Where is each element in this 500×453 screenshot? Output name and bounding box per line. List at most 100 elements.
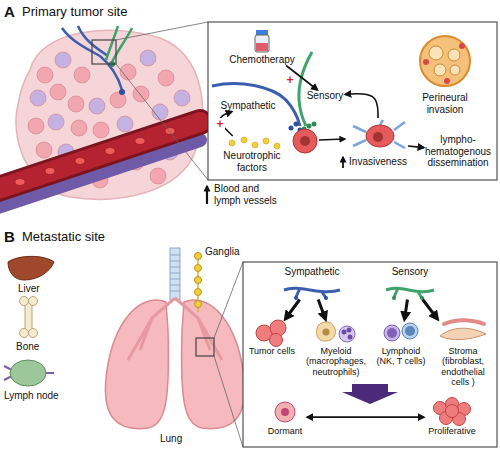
ganglion: [195, 277, 202, 284]
tumor-cell: [30, 90, 46, 106]
t-cell: [402, 323, 418, 339]
nerve-fascicles: [429, 46, 460, 76]
trachea: [170, 248, 180, 300]
zoom-line: [116, 22, 208, 40]
factor-node: Neurotrophic factors: [221, 136, 283, 173]
inset-panel: [243, 262, 497, 447]
fibroblast: [440, 328, 486, 339]
proliferative-cluster: [434, 398, 471, 426]
cell-node: Stroma (fibroblast, endothelial cells ): [431, 318, 495, 387]
fascicle: [434, 64, 446, 76]
influence-arrow: [318, 300, 325, 319]
cell-node: Invasiveness: [348, 118, 408, 168]
nerve-label-node: Sympathetic: [218, 100, 278, 112]
tumor-cell: [89, 98, 105, 114]
vial-body: [255, 35, 269, 52]
inset-panel: [208, 22, 497, 180]
ganglion: [195, 301, 202, 308]
zoom-line: [116, 64, 208, 180]
fascicle: [429, 46, 443, 60]
tumor-cell: [140, 50, 156, 66]
nucleus-lobe: [347, 328, 352, 333]
zoom-line: [214, 262, 243, 338]
organ-label: Lymph node: [4, 390, 59, 402]
nerve-terminal: [312, 122, 317, 127]
node-label: Chemotherapy: [227, 54, 297, 66]
ganglion: [195, 289, 202, 296]
bone-ends: [20, 297, 38, 338]
tumor-cell: [71, 120, 87, 136]
cell-nucleus: [405, 326, 415, 336]
nerve-node: Sensory: [385, 266, 435, 300]
factor-dot: [252, 142, 258, 148]
node-label: Myeloid (macrophages, neutrophils): [303, 346, 369, 377]
red-blood-cell: [15, 179, 25, 186]
red-blood-cell: [165, 128, 175, 135]
zoom-line: [214, 356, 243, 447]
factor-dot: [229, 140, 235, 146]
nk-cell: [384, 325, 400, 341]
zoom-square: [92, 40, 116, 64]
tumor-cell: [293, 129, 317, 153]
cell-nucleus: [300, 136, 310, 146]
endothelial-cell: [444, 320, 484, 324]
organ-label: Lung: [160, 433, 182, 445]
tumor-cell: [444, 78, 450, 84]
node-label: Tumor cells: [247, 346, 297, 356]
nucleus-lobe: [348, 335, 353, 340]
node-label: lympho-hematogenous dissemination: [424, 134, 492, 169]
cell-nucleus: [281, 408, 289, 416]
connector-arrow: [286, 66, 318, 91]
invadopodia: [353, 120, 405, 148]
neutrophil-nucleus: [342, 328, 353, 340]
vial-cap: [256, 30, 268, 35]
factor-dot: [263, 138, 269, 144]
fascicle: [448, 49, 460, 61]
invasive-cell: [366, 125, 394, 147]
nerve-terminal: [392, 296, 396, 300]
nerve-terminal: [307, 124, 312, 129]
sensory-nerve: [299, 52, 312, 126]
sympathetic-nerve: [212, 84, 300, 126]
tumor-cell: [158, 70, 174, 86]
influence-arrow: [286, 300, 300, 319]
organ-label: Bone: [16, 341, 39, 353]
vial-liquid: [256, 43, 268, 51]
node-label: Sensory: [305, 90, 345, 102]
node-label: Perineural invasion: [415, 92, 475, 115]
nerve-terminal: [294, 296, 298, 300]
trachea-rings: [170, 255, 180, 291]
cell-node: Lymphoid (NK, T cells): [373, 318, 429, 367]
ganglia: [195, 253, 202, 308]
macrophage: [316, 322, 335, 341]
cell-nucleus: [323, 329, 330, 336]
lymph-node-icon: [10, 360, 46, 386]
panel-title: Metastatic site: [22, 230, 105, 245]
bone-knob: [29, 329, 38, 338]
red-blood-cell: [105, 148, 115, 155]
red-blood-cell: [135, 138, 145, 145]
increase-arrow: [342, 157, 344, 168]
factor-dot: [274, 143, 280, 149]
node-label: Stroma (fibroblast, endothelial cells ): [431, 346, 495, 387]
structure-label: Ganglia: [205, 246, 239, 258]
edge-sign: +: [215, 118, 224, 130]
organ-label: Liver: [18, 283, 40, 295]
influence-arrow: [405, 300, 408, 319]
connector-arrow: [307, 416, 424, 418]
node-label: Dormant: [263, 426, 307, 436]
tumor-cell: [423, 59, 429, 65]
process-node: Perineural invasion: [415, 34, 475, 115]
tumor-cell: [446, 405, 459, 418]
tumor-cell: [48, 114, 64, 130]
tumor-cell: [117, 116, 133, 132]
tumor-cell: [37, 67, 53, 83]
outcome-arrow: [342, 384, 398, 404]
nerve-node: Sympathetic: [281, 266, 343, 300]
node-label: Invasiveness: [348, 156, 408, 168]
bronchi: [128, 298, 222, 360]
left-lung: [105, 300, 168, 429]
cell-node: Tumor cells: [247, 318, 297, 356]
bone-knob: [20, 297, 29, 306]
